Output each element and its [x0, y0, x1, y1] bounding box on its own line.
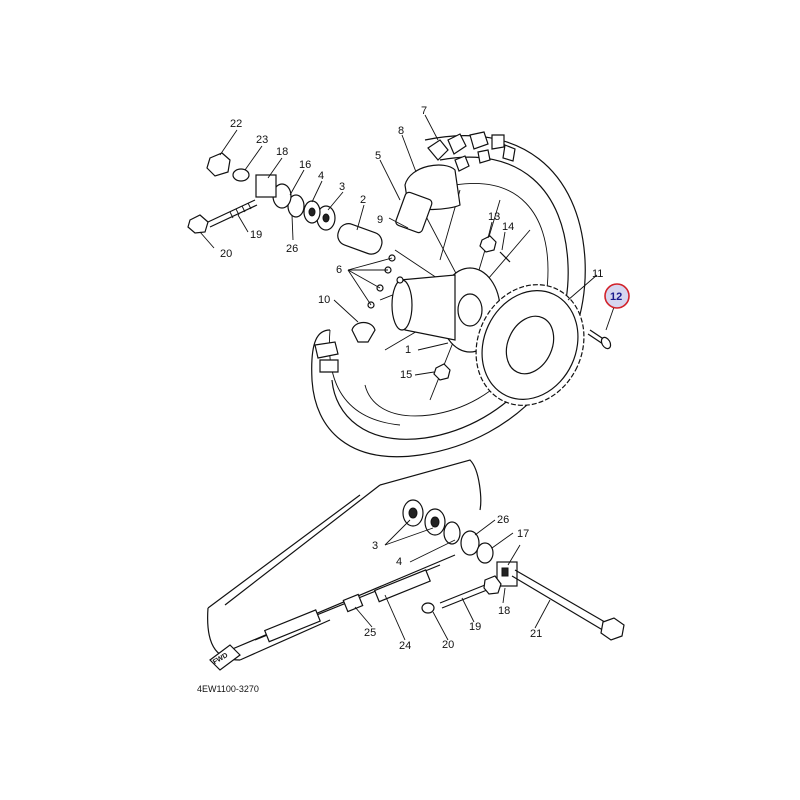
bolt-12 [587, 329, 612, 350]
label-14: 14 [502, 221, 514, 233]
leader-lines [199, 114, 615, 641]
label-10: 10 [318, 294, 330, 306]
highlighted-part-12[interactable]: 12 [604, 283, 630, 309]
label-12: 12 [610, 291, 622, 303]
label-5: 5 [375, 150, 381, 162]
collar [337, 223, 383, 255]
label-19b: 19 [469, 621, 481, 633]
label-20b: 20 [442, 639, 454, 651]
label-7: 7 [421, 105, 427, 117]
nut-stud [479, 235, 511, 263]
lower-bearings [402, 499, 494, 564]
label-4b: 4 [396, 556, 402, 568]
label-18: 18 [276, 146, 288, 158]
chain-adjuster [496, 561, 518, 587]
bolt-upper [187, 199, 258, 234]
master-link [342, 593, 364, 613]
label-26b: 26 [497, 514, 509, 526]
label-6: 6 [336, 264, 342, 276]
label-3: 3 [339, 181, 345, 193]
tire [311, 131, 586, 458]
fwd-arrow: FWD [209, 644, 241, 671]
label-4: 4 [318, 170, 324, 182]
diagram-code: 4EW1100-3270 [197, 684, 259, 694]
label-23: 23 [256, 134, 268, 146]
label-13: 13 [488, 211, 500, 223]
label-21: 21 [530, 628, 542, 640]
label-11: 11 [592, 268, 603, 280]
label-1: 1 [405, 344, 411, 356]
label-22: 22 [230, 118, 242, 130]
label-20: 20 [220, 248, 232, 260]
label-24: 24 [399, 640, 411, 652]
label-17: 17 [517, 528, 529, 540]
nut-washer-upper [206, 152, 250, 182]
label-2: 2 [360, 194, 366, 206]
valve [351, 321, 376, 343]
label-18b: 18 [498, 605, 510, 617]
axle [511, 569, 625, 641]
upper-bearings [255, 174, 336, 231]
label-25: 25 [364, 627, 376, 639]
sprocket [475, 284, 585, 406]
label-15: 15 [400, 369, 412, 381]
label-19: 19 [250, 229, 262, 241]
label-9: 9 [377, 214, 383, 226]
label-8: 8 [398, 125, 404, 137]
chain [207, 459, 482, 661]
label-26: 26 [286, 243, 298, 255]
label-16: 16 [299, 159, 311, 171]
part-labels: 22 23 18 16 4 3 2 26 19 20 7 8 5 9 6 10 … [220, 105, 603, 652]
label-3b: 3 [372, 540, 378, 552]
rim-band [395, 164, 461, 234]
bolt-lower [421, 575, 502, 614]
nut-15 [433, 363, 451, 381]
